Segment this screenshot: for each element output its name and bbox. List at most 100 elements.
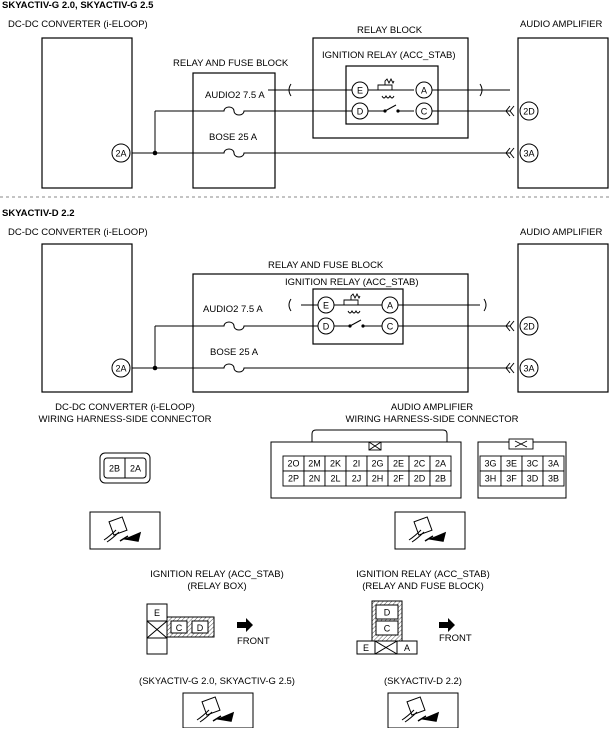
section-d-fuse2-label: BOSE 25 A bbox=[210, 347, 259, 358]
section-g-amp-connector-marks bbox=[505, 105, 515, 159]
dcdc-connector-subtitle: WIRING HARNESS-SIDE CONNECTOR bbox=[39, 414, 212, 425]
section-g-ignition-relay-label: IGNITION RELAY (ACC_STAB) bbox=[322, 50, 456, 61]
section-d-switch-dot bbox=[348, 324, 352, 328]
amp2grid-pin-label: 2H bbox=[372, 474, 384, 484]
section-g-dcdc-box bbox=[41, 37, 133, 189]
relay-fuse-pin-e: E bbox=[363, 643, 369, 653]
section-d-amp-pin1: 2D bbox=[523, 322, 535, 332]
relay-fuse-pin-d: D bbox=[384, 608, 391, 618]
section-g-fuse1-icon bbox=[220, 106, 248, 116]
section-g-relay-fuse-block-box bbox=[192, 72, 276, 189]
amp2grid-pin-label: 2E bbox=[393, 459, 404, 469]
amp-connector-subtitle: WIRING HARNESS-SIDE CONNECTOR bbox=[346, 414, 519, 425]
section-d-switch-dot2 bbox=[361, 324, 365, 328]
section-d-relay-fuse-block-box bbox=[192, 273, 469, 393]
relay-box-pin-d: D bbox=[197, 623, 204, 633]
relay-box-pin-e: E bbox=[154, 608, 160, 618]
section-d-amplifier-label: AUDIO AMPLIFIER bbox=[520, 227, 602, 238]
amp-connector2-key-cross bbox=[368, 441, 382, 451]
section-g-fuse2-label: BOSE 25 A bbox=[209, 132, 258, 143]
relay-fuse-block-view-title: IGNITION RELAY (ACC_STAB) bbox=[356, 569, 490, 580]
section-g: SKYACTIV-G 2.0, SKYACTIV-G 2.5 DC-DC CON… bbox=[2, 0, 609, 189]
relay-fuse-front-arrow-icon bbox=[439, 618, 455, 632]
section-g-relay-inner bbox=[345, 65, 439, 125]
amp3grid-pin-label: 3G bbox=[484, 459, 496, 469]
section-g-junction-dot bbox=[152, 150, 158, 156]
section-g-amp-pin2: 3A bbox=[523, 149, 534, 159]
section-d-amp-pin1-circle bbox=[519, 316, 539, 336]
section-g-dcdc-label: DC-DC CONVERTER (i-ELOOP) bbox=[8, 19, 148, 30]
dcdc-pin-2a: 2A bbox=[130, 464, 141, 474]
section-d-relay-pins: E A D C bbox=[317, 296, 399, 335]
section-g-relay-pin-d: D bbox=[357, 107, 364, 117]
amp-view-icon bbox=[394, 511, 466, 550]
section-g-switch-dot2 bbox=[396, 109, 400, 113]
section-g-relay-pin-e: E bbox=[357, 86, 363, 96]
amp2grid-pin-label: 2D bbox=[414, 474, 426, 484]
amp2grid-pin-label: 2J bbox=[352, 474, 362, 484]
amp3grid-pin-label: 3C bbox=[527, 459, 539, 469]
section-d-relay-pin-d: D bbox=[323, 322, 330, 332]
section-d-relay-coil-icon bbox=[347, 309, 361, 314]
section-d-relay-inner bbox=[312, 288, 404, 345]
relay-fuse-block-view-subtitle: (RELAY AND FUSE BLOCK) bbox=[362, 581, 484, 592]
section-g-amplifier-label: AUDIO AMPLIFIER bbox=[520, 19, 602, 30]
amp2grid-pin-label: 2A bbox=[435, 459, 446, 469]
section-g-amplifier-box bbox=[517, 37, 609, 189]
relay-box-view-subtitle: (RELAY BOX) bbox=[187, 581, 246, 592]
section-g-amp-pin1: 2D bbox=[523, 107, 535, 117]
section-g-heading: SKYACTIV-G 2.0, SKYACTIV-G 2.5 bbox=[2, 0, 154, 11]
amp2grid-pin-label: 2L bbox=[330, 474, 340, 484]
relay-fuse-block-connector bbox=[356, 600, 418, 655]
section-g-switch-dot bbox=[383, 109, 387, 113]
section-d-relay-pin-e: E bbox=[323, 301, 329, 311]
section-g-relay-pins: E A D C bbox=[351, 81, 433, 120]
relay-fuse-block-caption: (SKYACTIV-D 2.2) bbox=[384, 676, 462, 687]
amp2grid-pin-label: 2N bbox=[309, 474, 321, 484]
section-g-relay-switch-icon bbox=[384, 104, 397, 112]
section-g-relay-fuse-block-label: RELAY AND FUSE BLOCK bbox=[173, 58, 289, 69]
relay-fuse-pin-a: A bbox=[404, 643, 410, 653]
section-d-fuse1-icon bbox=[220, 321, 248, 331]
section-g-fuse1-label: AUDIO2 7.5 A bbox=[205, 90, 265, 101]
relay-box-pin-c: C bbox=[176, 623, 183, 633]
relay-box-view-icon bbox=[182, 692, 254, 729]
section-d-relay-pin-c: C bbox=[387, 322, 394, 332]
section-g-relay-resistor-icon bbox=[377, 77, 395, 90]
section-d-fuse2-icon bbox=[220, 363, 248, 373]
section-g-relay-block-box bbox=[312, 37, 469, 139]
section-d-fuse1-label: AUDIO2 7.5 A bbox=[203, 304, 263, 315]
amp-connector3-key-cross bbox=[514, 440, 528, 448]
section-d-relay-switch-icon bbox=[349, 319, 362, 327]
amp-connector-title: AUDIO AMPLIFIER bbox=[391, 402, 473, 413]
section-g-break-marks bbox=[288, 83, 483, 97]
section-d-amplifier-box bbox=[517, 243, 609, 393]
section-g-amp-pin2-circle bbox=[519, 143, 539, 163]
section-d-relay-pin-a: A bbox=[387, 301, 393, 311]
section-g-relay-block-label: RELAY BLOCK bbox=[357, 25, 423, 36]
section-d-dcdc-box bbox=[41, 243, 133, 393]
connector-views: DC-DC CONVERTER (i-ELOOP) WIRING HARNESS… bbox=[39, 402, 567, 550]
amp3grid-cell bbox=[542, 470, 565, 487]
section-d-amp-pin2: 3A bbox=[523, 364, 534, 374]
section-g-dcdc-pin: 2A bbox=[115, 149, 126, 159]
section-d-amp-pin2-circle bbox=[519, 358, 539, 378]
section-g-relay-coil-icon bbox=[381, 94, 395, 99]
section-g-wires bbox=[132, 89, 510, 154]
section-d-amp-connector-marks bbox=[505, 320, 515, 374]
section-d-break-marks bbox=[288, 298, 487, 312]
relay-views: IGNITION RELAY (ACC_STAB) (RELAY BOX) IG… bbox=[139, 569, 490, 729]
section-g-relay-pin-a: A bbox=[421, 86, 427, 96]
relay-fuse-block-view-icon bbox=[387, 692, 459, 729]
amp2grid-pin-label: 2M bbox=[308, 459, 321, 469]
amp2grid-pin-label: 2I bbox=[353, 459, 361, 469]
section-d-relay-fuse-block-label: RELAY AND FUSE BLOCK bbox=[268, 260, 384, 271]
section-d-dcdc-pin: 2A bbox=[115, 364, 126, 374]
relay-fuse-front-label: FRONT bbox=[439, 633, 472, 644]
relay-box-caption: (SKYACTIV-G 2.0, SKYACTIV-G 2.5) bbox=[139, 676, 295, 687]
section-d-relay-resistor-icon bbox=[343, 292, 361, 305]
amp3grid-pin-label: 3D bbox=[527, 474, 539, 484]
